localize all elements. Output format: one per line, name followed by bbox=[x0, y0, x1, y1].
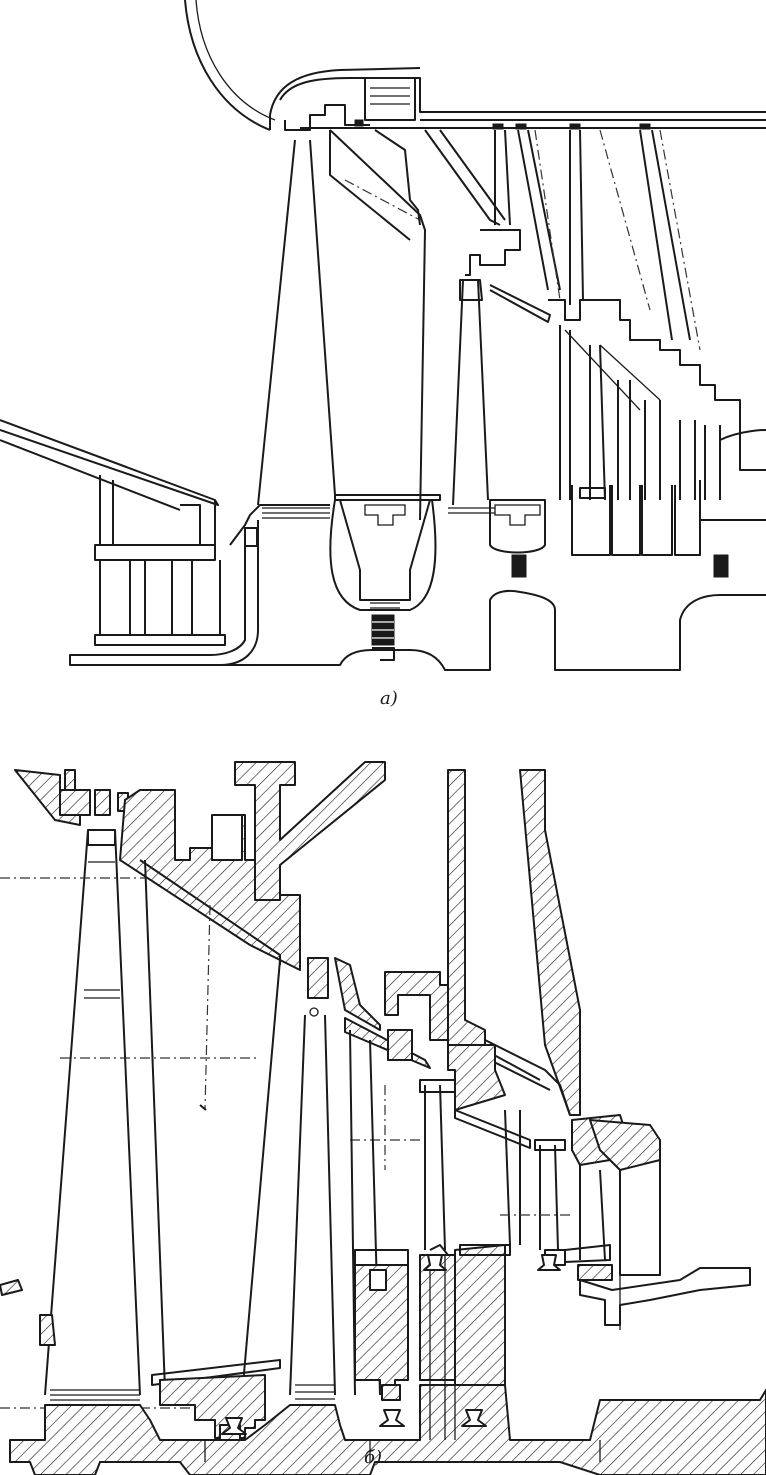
top-flange-a bbox=[364, 77, 416, 121]
caption-a: а) bbox=[380, 688, 398, 709]
disk-t-slot-a bbox=[364, 504, 406, 526]
labyrinth-2-a bbox=[144, 560, 173, 636]
outer-casing-top-a bbox=[279, 77, 766, 113]
diaphragm-casing-b bbox=[119, 789, 301, 971]
disk-stage4-b bbox=[419, 1254, 456, 1381]
rotor-shaft-a bbox=[70, 590, 766, 671]
casing-inner-arc-a bbox=[195, 0, 276, 121]
labyrinth-3-a bbox=[191, 560, 221, 636]
diaphragm-a bbox=[329, 129, 426, 521]
blade-stage1-b bbox=[44, 829, 141, 1396]
disk-stage1-a bbox=[339, 499, 431, 601]
blade-stage2-a bbox=[452, 279, 489, 506]
steam-pipe-b bbox=[234, 761, 386, 901]
diaphragm-foot-b bbox=[159, 1374, 266, 1439]
blade-stage5-b bbox=[539, 1144, 559, 1251]
stator-vane-a bbox=[374, 129, 421, 226]
inlet-guide-a bbox=[0, 419, 219, 506]
casing-outer-arc-a bbox=[184, 0, 271, 131]
caption-b: б) bbox=[364, 1447, 383, 1468]
outer-casing-wall-a bbox=[269, 67, 421, 130]
casing-step-a bbox=[284, 104, 370, 131]
blade-stage1-a bbox=[257, 139, 336, 506]
casing-column-2-b bbox=[519, 769, 581, 1116]
diagram-b bbox=[0, 761, 766, 1475]
diagram-a bbox=[0, 0, 766, 671]
blade-stage2-b bbox=[289, 1014, 336, 1396]
guide-a bbox=[424, 129, 506, 226]
rotor-shaft-b bbox=[9, 1384, 766, 1475]
labyrinth-1-a bbox=[99, 560, 131, 636]
seal-stage1-a bbox=[371, 614, 395, 646]
inner-casing-step-a bbox=[548, 299, 766, 471]
casing-mid-b bbox=[334, 957, 381, 1031]
blade-stage1-root-a bbox=[334, 494, 441, 501]
shroud-stage2-a bbox=[465, 229, 521, 276]
outlet-pipe-b bbox=[579, 1267, 751, 1326]
rotor-bump-a bbox=[372, 647, 395, 661]
blade-stage4-b bbox=[424, 1084, 446, 1251]
casing-left-a bbox=[229, 504, 330, 546]
disk-stage2-a bbox=[489, 499, 546, 554]
disk-hub-a bbox=[329, 499, 437, 611]
casing-column-b bbox=[447, 769, 486, 1061]
